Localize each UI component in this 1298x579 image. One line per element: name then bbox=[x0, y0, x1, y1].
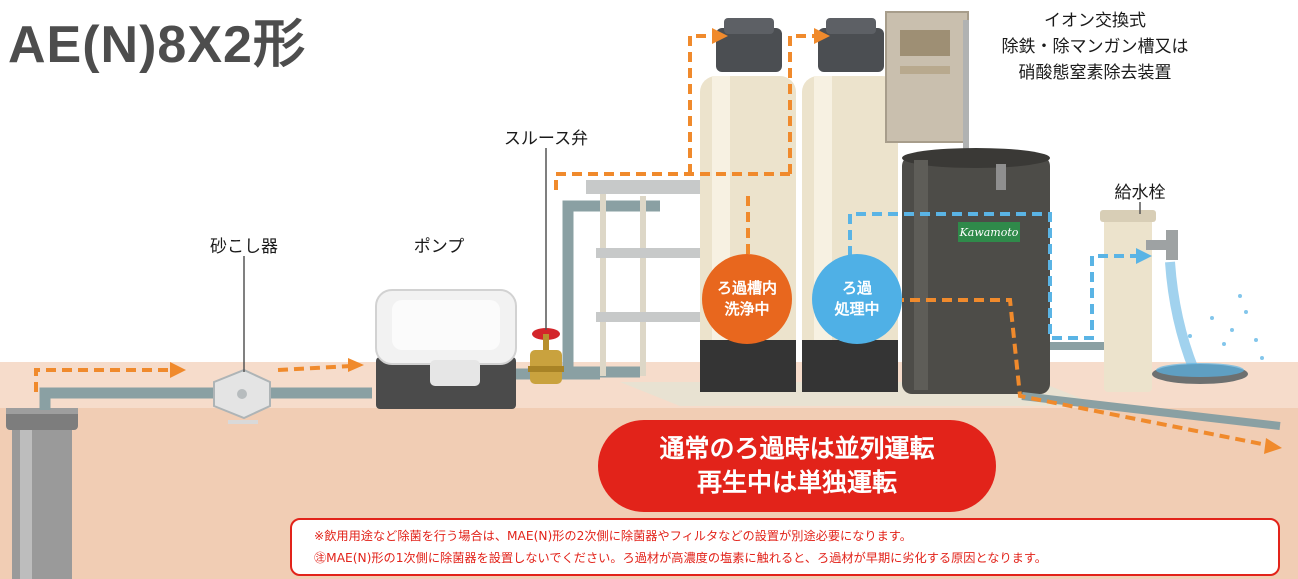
page-title: AE(N)8X2形 bbox=[8, 16, 306, 74]
badge-backwashing-line-2: 洗浄中 bbox=[724, 300, 770, 318]
operation-banner: 通常のろ過時は並列運転 再生中は単独運転 bbox=[598, 420, 996, 512]
ion-exchange-line-2: 除鉄・除マンガン槽又は bbox=[1001, 37, 1189, 57]
badge-backwashing-line-1: ろ過槽内 bbox=[716, 279, 777, 297]
sand-strainer bbox=[213, 368, 271, 424]
ion-exchange-line-1: イオン交換式 bbox=[1044, 11, 1146, 31]
brine-tank: Kawamoto bbox=[902, 148, 1050, 394]
ion-exchange-line-3: 硝酸態窒素除去装置 bbox=[1018, 63, 1172, 83]
caution-note-box: ※飲用用途など除菌を行う場合は、MAE(N)形の2次側に除菌器やフィルタなどの設… bbox=[290, 518, 1280, 576]
pump-label: ポンプ bbox=[413, 237, 465, 257]
badge-filtering-line-2: 処理中 bbox=[834, 300, 880, 318]
faucet-label: 給水栓 bbox=[1114, 183, 1166, 203]
well-casing bbox=[6, 408, 78, 579]
note-line-1: ※飲用用途など除菌を行う場合は、MAE(N)形の2次側に除菌器やフィルタなどの設… bbox=[314, 529, 912, 543]
control-panel bbox=[885, 11, 969, 160]
badge-filtering: ろ過 処理中 bbox=[812, 254, 902, 344]
sluice-valve bbox=[528, 328, 564, 384]
raw-water-flow bbox=[34, 34, 1273, 448]
banner-line-1: 通常のろ過時は並列運転 bbox=[659, 434, 935, 463]
banner-line-2: 再生中は単独運転 bbox=[696, 468, 897, 497]
flow-arrows-orange bbox=[170, 28, 1282, 454]
note-line-2: ㊟MAE(N)形の1次側に除菌器を設置しないでください。ろ過材が高濃度の塩素に触… bbox=[314, 551, 1047, 565]
badge-filtering-line-1: ろ過 bbox=[841, 279, 872, 297]
ion-exchange-label: イオン交換式 除鉄・除マンガン槽又は 硝酸態窒素除去装置 bbox=[990, 8, 1200, 86]
sluice-valve-label: スルース弁 bbox=[503, 129, 589, 149]
flow-arrows-blue bbox=[1136, 248, 1152, 264]
treated-water-flow bbox=[848, 212, 1140, 340]
badge-backwashing: ろ過槽内 洗浄中 bbox=[702, 254, 792, 344]
pump bbox=[375, 289, 517, 409]
outlet-pipe bbox=[1021, 342, 1281, 430]
label-leaders bbox=[243, 148, 1141, 372]
tank-logo: Kawamoto bbox=[959, 226, 1019, 239]
sand-strainer-label: 砂こし器 bbox=[210, 237, 278, 257]
